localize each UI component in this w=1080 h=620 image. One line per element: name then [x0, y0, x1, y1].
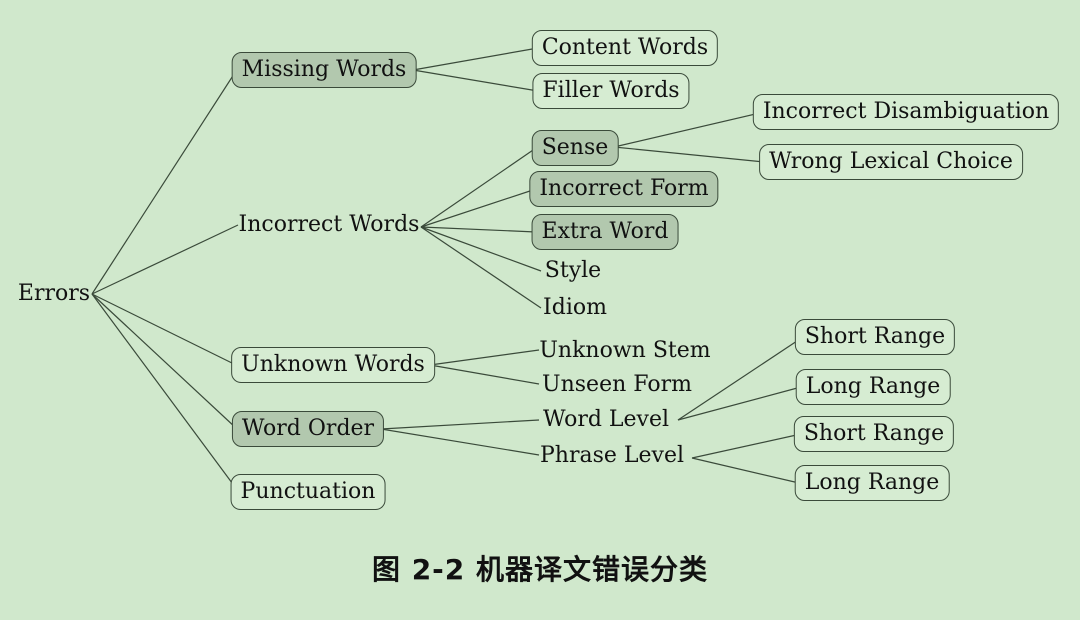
- figure-caption: 图 2-2 机器译文错误分类: [371, 553, 709, 586]
- edge-errors-punctuation: [91, 293, 239, 492]
- edge-order-word-level: [380, 419, 540, 430]
- root-node-errors: Errors: [17, 281, 91, 306]
- edge-order-phrase-level: [380, 428, 540, 456]
- edge-missing-filler: [412, 69, 539, 92]
- node-unseen-form: Unseen Form: [542, 372, 692, 397]
- node-punctuation: Punctuation: [230, 474, 386, 510]
- node-sense: Sense: [531, 130, 619, 166]
- edge-incorrect-sense: [420, 147, 537, 228]
- node-phrase-level-short-range: Short Range: [793, 416, 955, 452]
- tree-edges: [91, 47, 804, 492]
- edge-phraselevel-long: [691, 457, 800, 484]
- edge-sense-disambiguation: [613, 111, 765, 148]
- node-unknown-stem: Unknown Stem: [539, 338, 711, 363]
- node-incorrect-form: Incorrect Form: [529, 171, 719, 207]
- node-incorrect-disambiguation: Incorrect Disambiguation: [752, 94, 1060, 130]
- edge-phraselevel-short: [691, 433, 802, 459]
- edge-errors-incorrect-words: [91, 224, 239, 295]
- node-unknown-words: Unknown Words: [231, 347, 435, 383]
- edge-unknown-unseen: [429, 364, 540, 385]
- node-word-order: Word Order: [231, 411, 385, 447]
- node-idiom: Idiom: [543, 295, 607, 320]
- node-phrase-level: Phrase Level: [539, 443, 685, 468]
- edge-missing-content: [412, 47, 539, 71]
- node-word-level: Word Level: [542, 407, 670, 432]
- error-taxonomy-tree: Errors Missing Words Incorrect Words Unk…: [17, 30, 1060, 510]
- node-filler-words: Filler Words: [532, 73, 690, 109]
- edge-sense-lexical: [613, 146, 765, 163]
- node-style: Style: [544, 258, 602, 283]
- node-missing-words: Missing Words: [231, 52, 417, 88]
- node-word-level-short-range: Short Range: [794, 319, 956, 355]
- node-extra-word: Extra Word: [531, 214, 679, 250]
- edge-wordlevel-short: [677, 336, 804, 421]
- edge-incorrect-style: [420, 226, 542, 272]
- node-word-level-long-range: Long Range: [795, 369, 951, 405]
- edge-incorrect-idiom: [420, 226, 542, 309]
- edge-errors-word-order: [91, 293, 237, 429]
- node-incorrect-words: Incorrect Words: [238, 212, 420, 237]
- edge-errors-missing-words: [91, 70, 237, 295]
- edge-wordlevel-long: [677, 386, 802, 421]
- node-content-words: Content Words: [531, 30, 719, 66]
- edge-incorrect-extra: [420, 226, 537, 233]
- edge-errors-unknown-words: [91, 293, 237, 366]
- node-phrase-level-long-range: Long Range: [794, 465, 950, 501]
- edge-unknown-stem: [429, 349, 540, 366]
- edge-incorrect-form: [420, 188, 537, 228]
- node-wrong-lexical-choice: Wrong Lexical Choice: [759, 144, 1023, 180]
